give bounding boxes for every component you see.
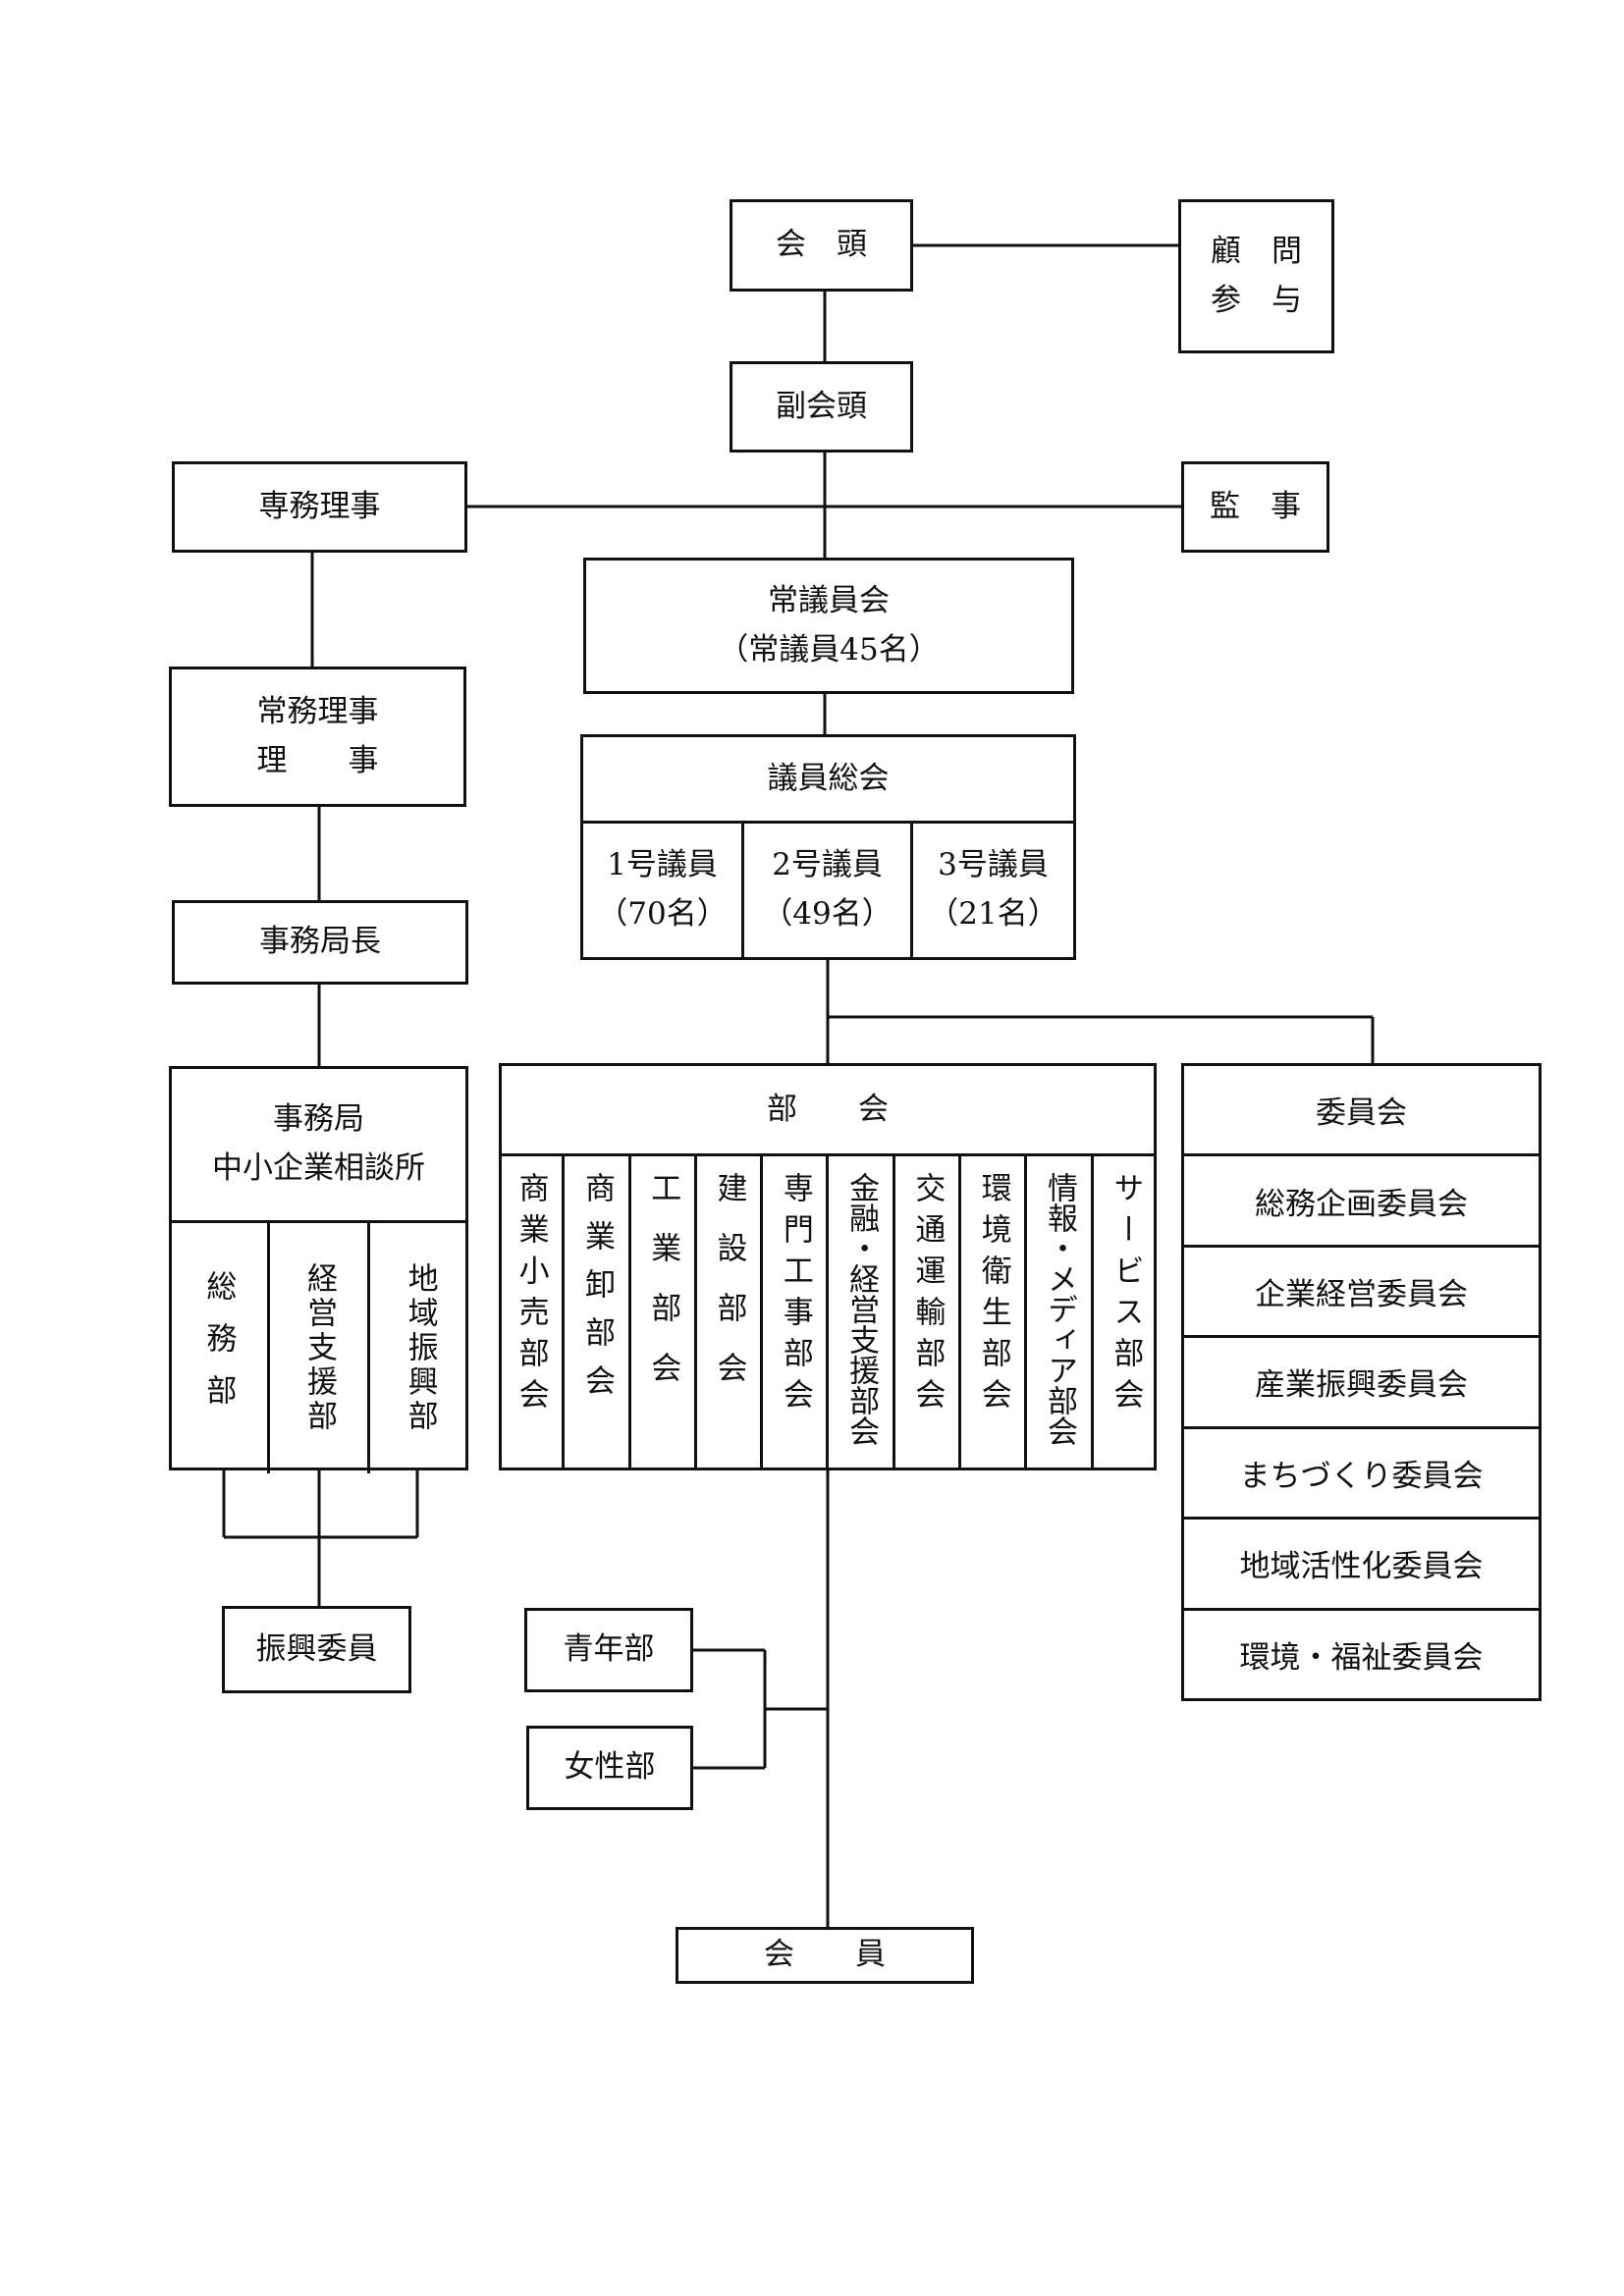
women-division-box: 女性部	[526, 1726, 693, 1810]
president-label: 会 頭	[776, 227, 867, 263]
committees-title-row: 委員会	[1184, 1066, 1539, 1157]
section-label: 情報・メディア部会	[1042, 1172, 1078, 1446]
section-column: 環境衛生部会	[961, 1156, 1028, 1470]
committee-row: まちづくり委員会	[1184, 1429, 1539, 1521]
standing-council-box: 常議員会 （常議員45名）	[583, 558, 1074, 694]
president-box: 会 頭	[730, 199, 913, 292]
assembly-class-count: （49名）	[762, 896, 893, 932]
section-column: 情報・メディア部会	[1027, 1156, 1094, 1470]
members-box: 会 員	[676, 1927, 974, 1984]
secretariat-departments: 総務部 経営支援部 地域振興部	[169, 1220, 468, 1473]
department-label: 地域振興部	[402, 1262, 438, 1434]
committee-row: 産業振興委員会	[1184, 1338, 1539, 1429]
advisors-box: 顧 問 参 与	[1178, 199, 1334, 353]
section-label: 商業小売部会	[513, 1172, 549, 1419]
committee-row: 企業経営委員会	[1184, 1248, 1539, 1339]
section-label: 金融・経営支援部会	[843, 1172, 880, 1446]
committee-label: 地域活性化委員会	[1239, 1549, 1484, 1585]
committee-row: 環境・福祉委員会	[1184, 1611, 1539, 1698]
section-label: サービス部会	[1108, 1172, 1144, 1419]
committee-row: 総務企画委員会	[1184, 1156, 1539, 1248]
promotion-members-box: 振興委員	[222, 1606, 411, 1693]
assembly-class-label: 2号議員	[772, 847, 883, 883]
assembly-class-count: （70名）	[597, 896, 728, 932]
director-label: 理 事	[256, 742, 379, 778]
committees-box: 委員会 総務企画委員会 企業経営委員会 産業振興委員会 まちづくり委員会 地域活…	[1181, 1063, 1542, 1701]
section-label: 工業部会	[645, 1172, 681, 1412]
assembly-class-label: 1号議員	[607, 847, 718, 883]
directors-box: 常務理事 理 事	[169, 667, 466, 807]
section-label: 環境衛生部会	[975, 1172, 1011, 1419]
department-column: 総務部	[169, 1223, 270, 1473]
section-label: 専門工事部会	[777, 1172, 813, 1419]
managing-director-label: 常務理事	[256, 693, 379, 729]
executive-director-box: 専務理事	[172, 461, 467, 553]
committee-row: 地域活性化委員会	[1184, 1520, 1539, 1611]
counselor-label: 参 与	[1211, 282, 1302, 318]
youth-division-label: 青年部	[563, 1631, 655, 1668]
general-assembly-title: 議員総会	[583, 737, 1073, 824]
section-column: 金融・経営支援部会	[829, 1156, 895, 1470]
assembly-class-3: 3号議員 （21名）	[913, 824, 1073, 957]
general-assembly-box: 議員総会 1号議員 （70名） 2号議員 （49名） 3号議員 （21名）	[580, 734, 1076, 960]
secretariat-title: 事務局	[273, 1101, 364, 1138]
section-column: 工業部会	[631, 1156, 697, 1470]
vice-president-label: 副会頭	[776, 388, 867, 424]
assembly-class-label: 3号議員	[938, 847, 1049, 883]
secretariat-box: 事務局 中小企業相談所 総務部 経営支援部 地域振興部	[169, 1066, 468, 1473]
executive-director-label: 専務理事	[258, 488, 381, 524]
section-column: 交通運輸部会	[895, 1156, 962, 1470]
promotion-members-label: 振興委員	[255, 1630, 378, 1667]
committee-label: まちづくり委員会	[1239, 1458, 1484, 1494]
department-label: 総務部	[200, 1270, 237, 1426]
sections-box: 部 会 商業小売部会 商業卸部会 工業部会 建設部会 専門工事部会 金融・経営支…	[499, 1063, 1157, 1470]
section-column: 建設部会	[697, 1156, 764, 1470]
women-division-label: 女性部	[564, 1749, 656, 1786]
sections-title: 部 会	[767, 1091, 889, 1127]
standing-council-note: （常議員45名）	[718, 631, 940, 667]
department-label: 経営支援部	[301, 1262, 337, 1434]
secretariat-subtitle: 中小企業相談所	[212, 1150, 425, 1186]
secretariat-header: 事務局 中小企業相談所	[172, 1069, 465, 1223]
department-column: 経営支援部	[270, 1223, 371, 1473]
sections-header: 部 会	[502, 1066, 1154, 1156]
committee-label: 企業経営委員会	[1255, 1277, 1468, 1313]
committee-label: 総務企画委員会	[1255, 1186, 1468, 1222]
section-label: 交通運輸部会	[909, 1172, 946, 1419]
section-column: 商業小売部会	[499, 1156, 566, 1470]
section-label: 商業卸部会	[578, 1172, 615, 1413]
assembly-class-1: 1号議員 （70名）	[583, 824, 744, 957]
department-column: 地域振興部	[370, 1223, 468, 1473]
advisor-label: 顧 問	[1211, 233, 1302, 269]
sections-columns: 商業小売部会 商業卸部会 工業部会 建設部会 専門工事部会 金融・経営支援部会 …	[499, 1153, 1157, 1470]
standing-council-title: 常議員会	[768, 582, 890, 618]
auditor-box: 監 事	[1181, 461, 1329, 553]
assembly-class-2: 2号議員 （49名）	[744, 824, 913, 957]
committee-label: 環境・福祉委員会	[1239, 1639, 1484, 1676]
youth-division-box: 青年部	[524, 1608, 693, 1692]
committee-label: 産業振興委員会	[1255, 1367, 1468, 1404]
secretary-general-box: 事務局長	[172, 900, 468, 985]
section-label: 建設部会	[711, 1172, 747, 1412]
vice-president-box: 副会頭	[730, 361, 913, 453]
secretary-general-label: 事務局長	[259, 924, 381, 960]
section-column: サービス部会	[1094, 1156, 1157, 1470]
general-assembly-label: 議員総会	[767, 760, 890, 796]
assembly-class-count: （21名）	[928, 896, 1058, 932]
members-label: 会 員	[764, 1937, 886, 1973]
section-column: 商業卸部会	[565, 1156, 631, 1470]
committees-title: 委員会	[1316, 1095, 1407, 1132]
auditor-label: 監 事	[1210, 488, 1301, 524]
section-column: 専門工事部会	[763, 1156, 830, 1470]
